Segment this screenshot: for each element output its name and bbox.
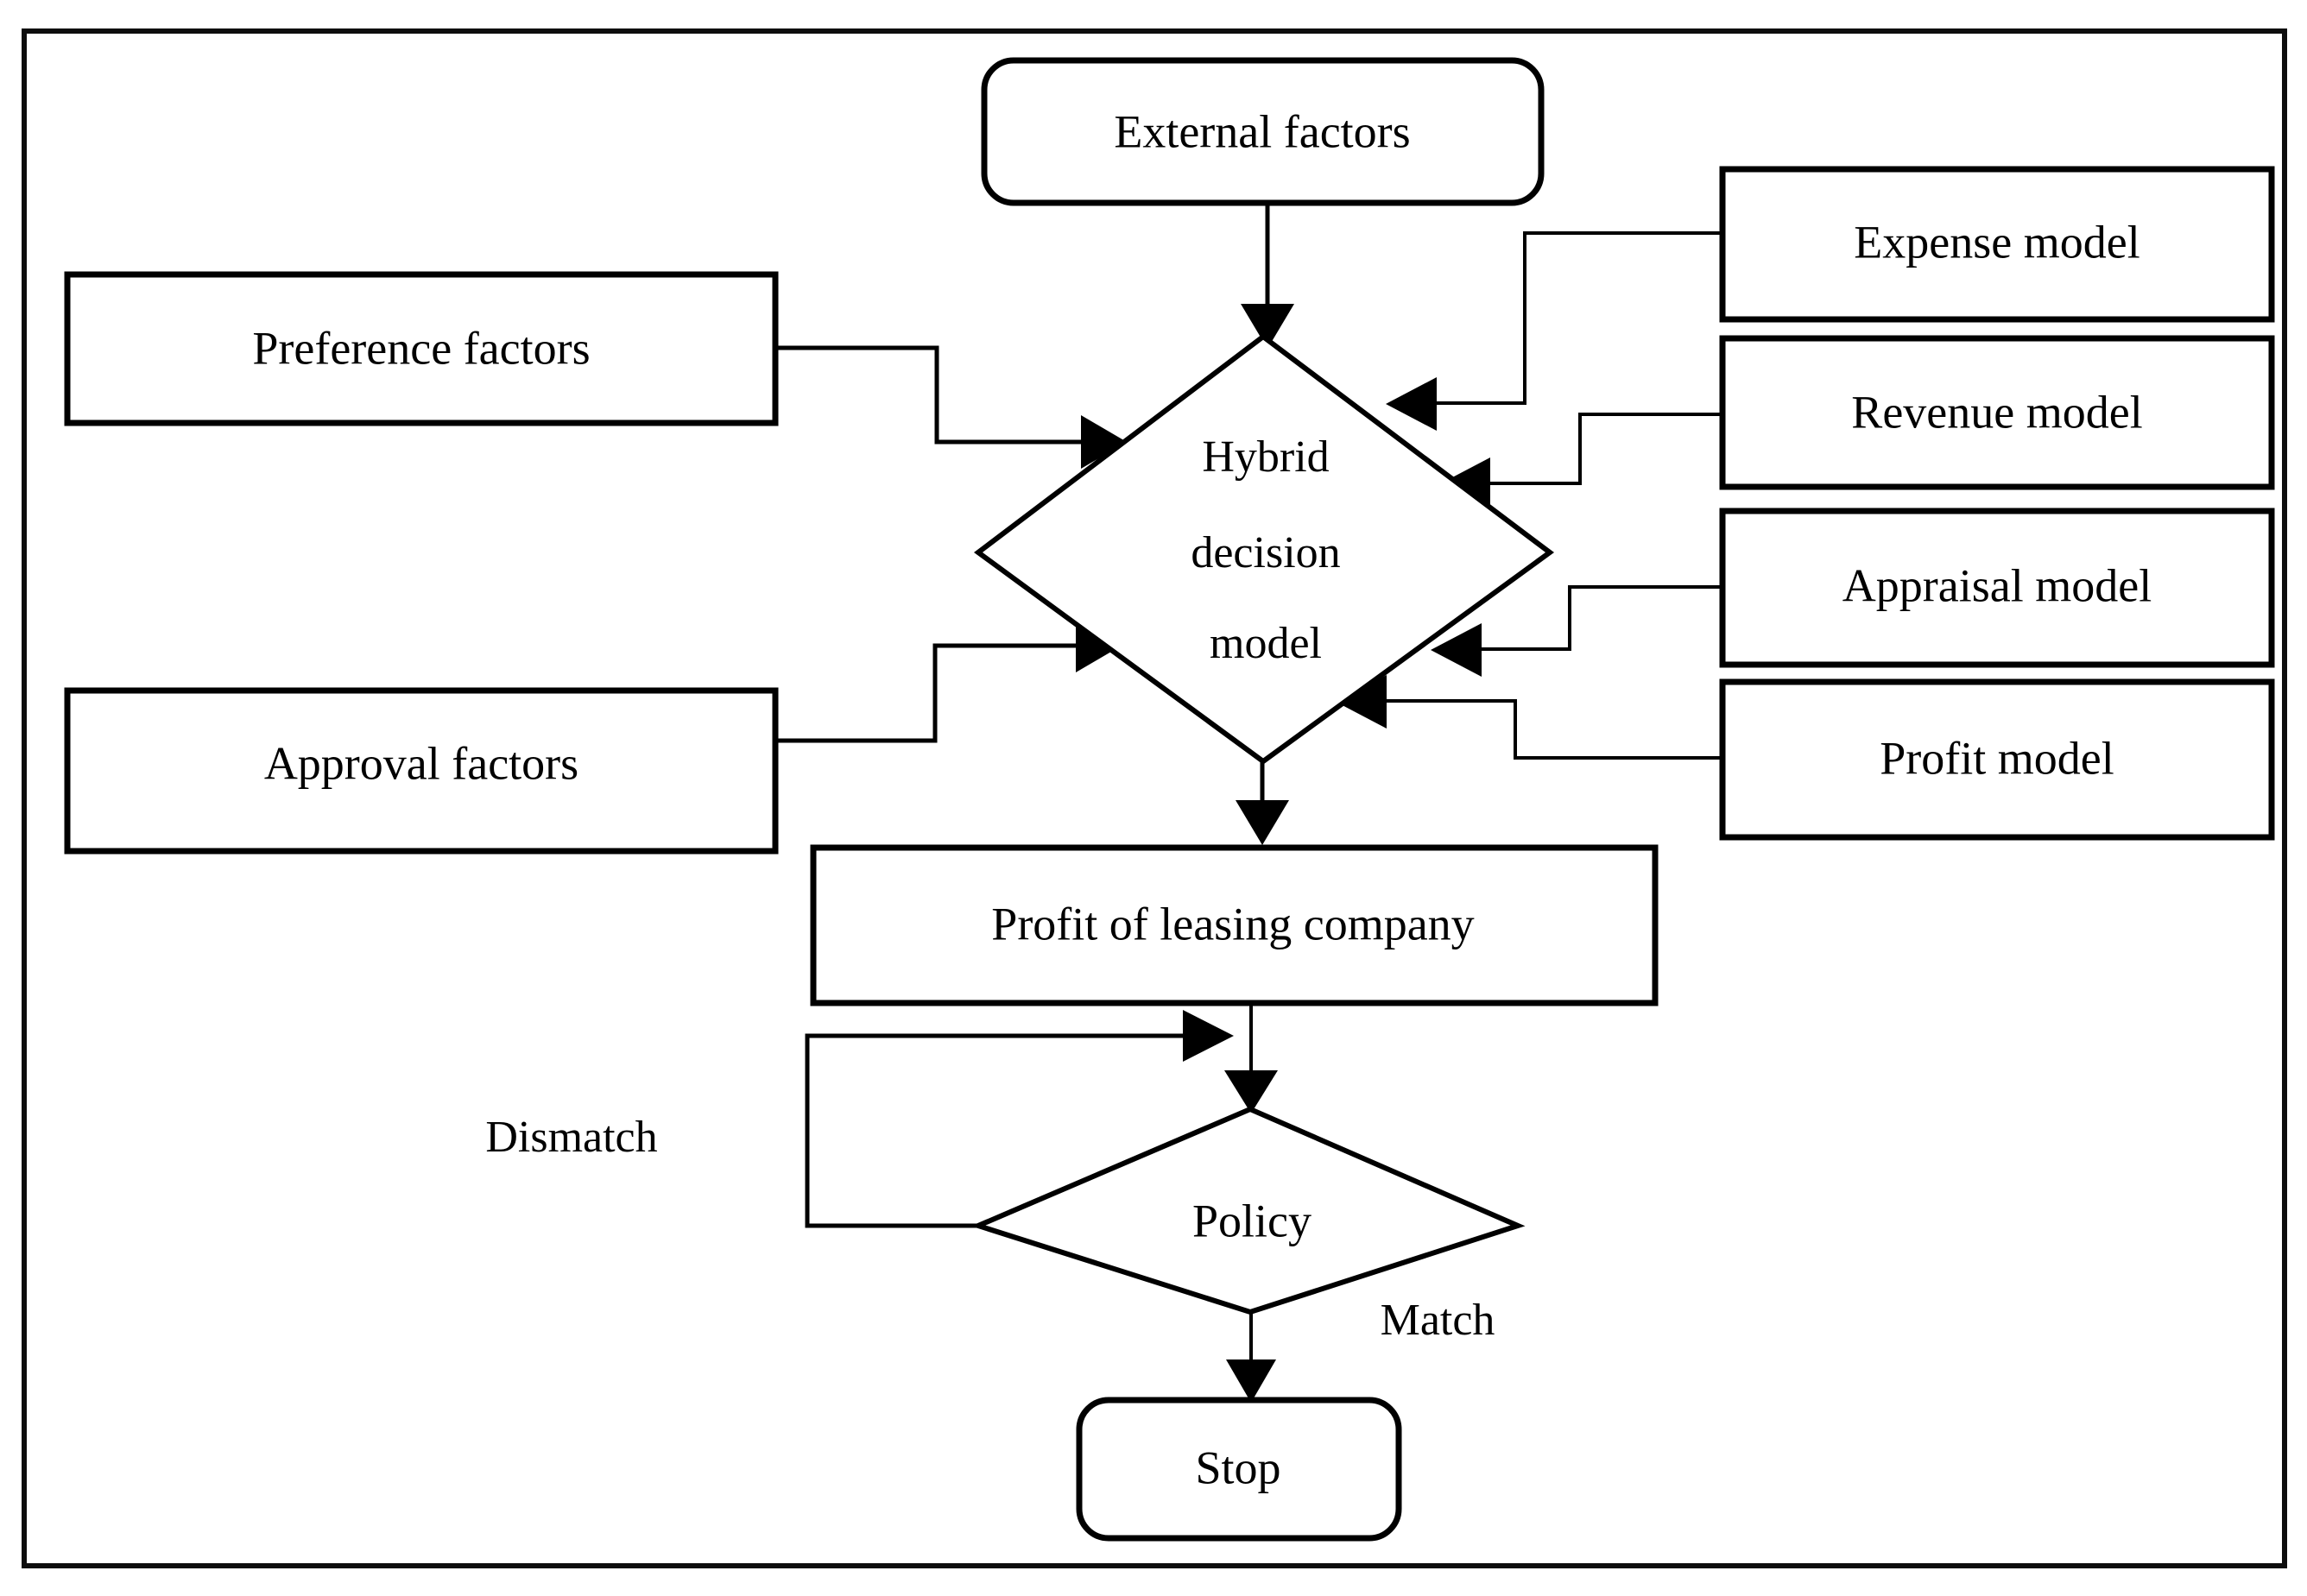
- node-appraisal-model-shape: [1719, 508, 2275, 668]
- edge-appraisal-to-hybrid: [1431, 585, 1722, 677]
- node-appraisal-model-label: Appraisal model: [1842, 559, 2152, 611]
- node-profit-of-leasing-company[interactable]: Profit of leasing company: [810, 844, 1659, 1006]
- node-expense-model-shape: [1719, 166, 2275, 323]
- node-hybrid-decision-model-label-line3: model: [1210, 619, 1322, 668]
- edge-preference-to-hybrid: [775, 345, 1127, 469]
- node-preference-factors-shape: [64, 271, 779, 426]
- edge-expense-to-hybrid: [1386, 231, 1722, 431]
- node-stop-label: Stop: [1195, 1441, 1280, 1493]
- node-stop[interactable]: Stop: [1076, 1397, 1402, 1542]
- node-preference-factors[interactable]: Preference factors: [64, 271, 779, 426]
- edge-hybrid-to-profit: [1236, 755, 1289, 845]
- node-hybrid-decision-model-shape: [973, 333, 1555, 765]
- node-revenue-model-shape: [1719, 335, 2275, 490]
- node-profit-model[interactable]: Profit model: [1719, 678, 2275, 841]
- node-policy-label: Policy: [1192, 1195, 1312, 1246]
- edge-label-match: Match: [1381, 1296, 1495, 1345]
- node-profit-of-leasing-company-label: Profit of leasing company: [991, 898, 1474, 949]
- edge-label-dismatch: Dismatch: [485, 1113, 657, 1162]
- edge-revenue-to-hybrid: [1439, 413, 1722, 511]
- edge-approval-to-hybrid: [775, 619, 1122, 743]
- edge-policy-to-stop: [1226, 1312, 1276, 1403]
- node-expense-model[interactable]: Expense model: [1719, 166, 2275, 323]
- node-approval-factors[interactable]: Approval factors: [64, 687, 779, 855]
- node-external-factors-label: External factors: [1114, 105, 1410, 157]
- node-hybrid-decision-model-label-line2: decision: [1191, 528, 1340, 577]
- node-revenue-model[interactable]: Revenue model: [1719, 335, 2275, 490]
- edge-external-to-hybrid: [1241, 200, 1294, 349]
- node-approval-factors-label: Approval factors: [264, 737, 578, 789]
- node-stop-shape: [1076, 1397, 1402, 1542]
- node-preference-factors-label: Preference factors: [252, 322, 590, 374]
- node-policy-shape: [970, 1106, 1526, 1315]
- node-approval-factors-shape: [64, 687, 779, 855]
- node-external-factors-shape: [981, 57, 1545, 206]
- node-hybrid-decision-model-label-line1: Hybrid: [1202, 432, 1329, 482]
- edge-policy-dismatch-loop: [805, 1010, 1234, 1228]
- node-profit-model-shape: [1719, 678, 2275, 841]
- node-revenue-model-label: Revenue model: [1851, 386, 2142, 438]
- node-profit-of-leasing-company-shape: [810, 844, 1659, 1006]
- node-profit-model-label: Profit model: [1880, 732, 2114, 784]
- edge-profit-to-policy: [1224, 1003, 1278, 1113]
- edge-profit-model-to-hybrid: [1336, 675, 1722, 760]
- node-policy[interactable]: Policy: [970, 1106, 1526, 1315]
- figure-border: [22, 28, 2287, 1568]
- node-external-factors[interactable]: External factors: [981, 57, 1545, 206]
- node-hybrid-decision-model[interactable]: Hybrid decision model: [973, 333, 1555, 765]
- node-appraisal-model[interactable]: Appraisal model: [1719, 508, 2275, 668]
- node-expense-model-label: Expense model: [1854, 216, 2140, 268]
